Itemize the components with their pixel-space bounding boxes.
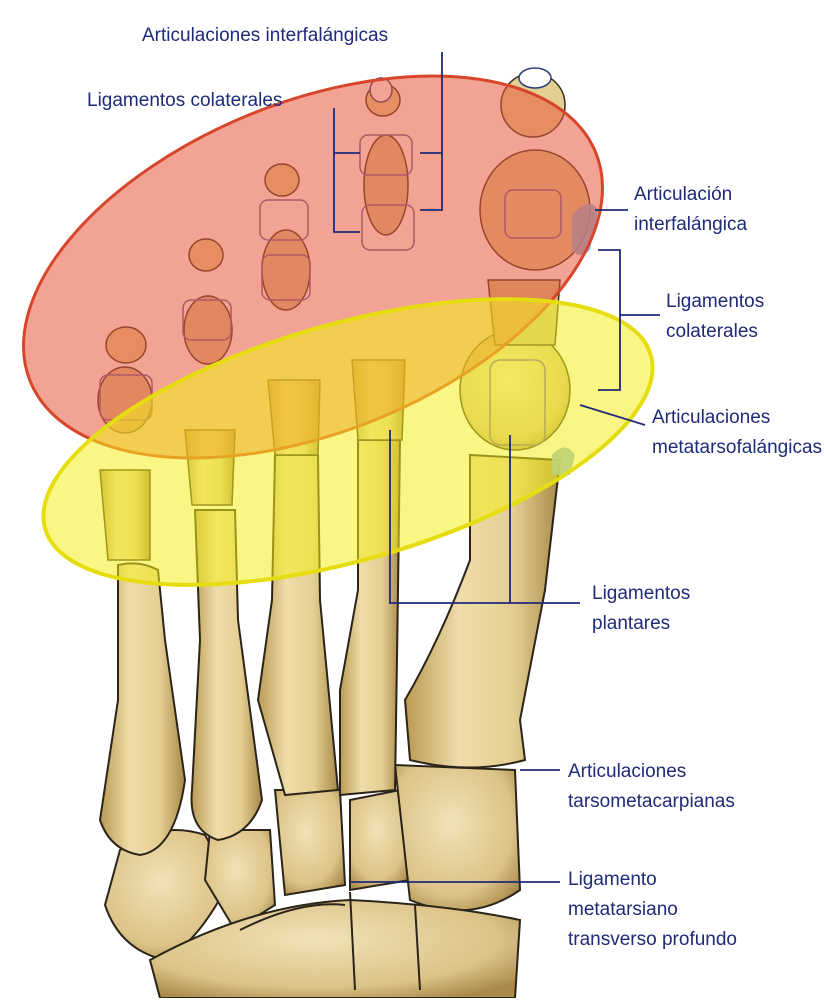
label-interphalangeal-joint-right-line2: interfalángica	[634, 214, 748, 235]
leader-collateral-top	[333, 108, 360, 233]
label-tmt-joints-line2: tarsometacarpianas	[568, 791, 735, 812]
label-deep-transverse-line1: Ligamento	[568, 869, 657, 890]
leader-collateral-right	[598, 249, 660, 391]
tarsal-bones	[103, 763, 522, 999]
label-deep-transverse-line3: transverso profundo	[568, 929, 737, 950]
label-interphalangeal-joint-right-line1: Articulación	[634, 184, 733, 205]
metatarsal-5	[98, 562, 187, 857]
leader-interphalangeal	[420, 52, 443, 211]
navicular-bone	[393, 763, 522, 912]
intermediate-cuneiform-bone	[273, 789, 347, 897]
label-mtp-joints-line1: Articulaciones	[652, 407, 771, 428]
metatarsal-4	[190, 509, 264, 842]
label-interphalangeal-joints: Articulaciones interfalángicas	[142, 25, 389, 46]
leader-mtp	[579, 404, 646, 426]
label-collateral-ligaments-top: Ligamentos colaterales	[87, 90, 283, 111]
label-collateral-ligaments-right-line2: colaterales	[666, 321, 758, 342]
label-tmt-joints-line1: Articulaciones	[568, 761, 687, 782]
metatarsophalangeal-highlight-ellipse	[41, 297, 655, 587]
leader-plantar	[389, 430, 580, 604]
label-plantar-ligaments-line2: plantares	[592, 613, 671, 634]
label-mtp-joints-line2: metatarsofalángicas	[652, 437, 823, 458]
label-plantar-ligaments-line1: Ligamentos	[592, 583, 691, 604]
leader-lines	[333, 52, 660, 883]
label-collateral-ligaments-right-line1: Ligamentos	[666, 291, 765, 312]
label-deep-transverse-line2: metatarsiano	[568, 899, 678, 920]
